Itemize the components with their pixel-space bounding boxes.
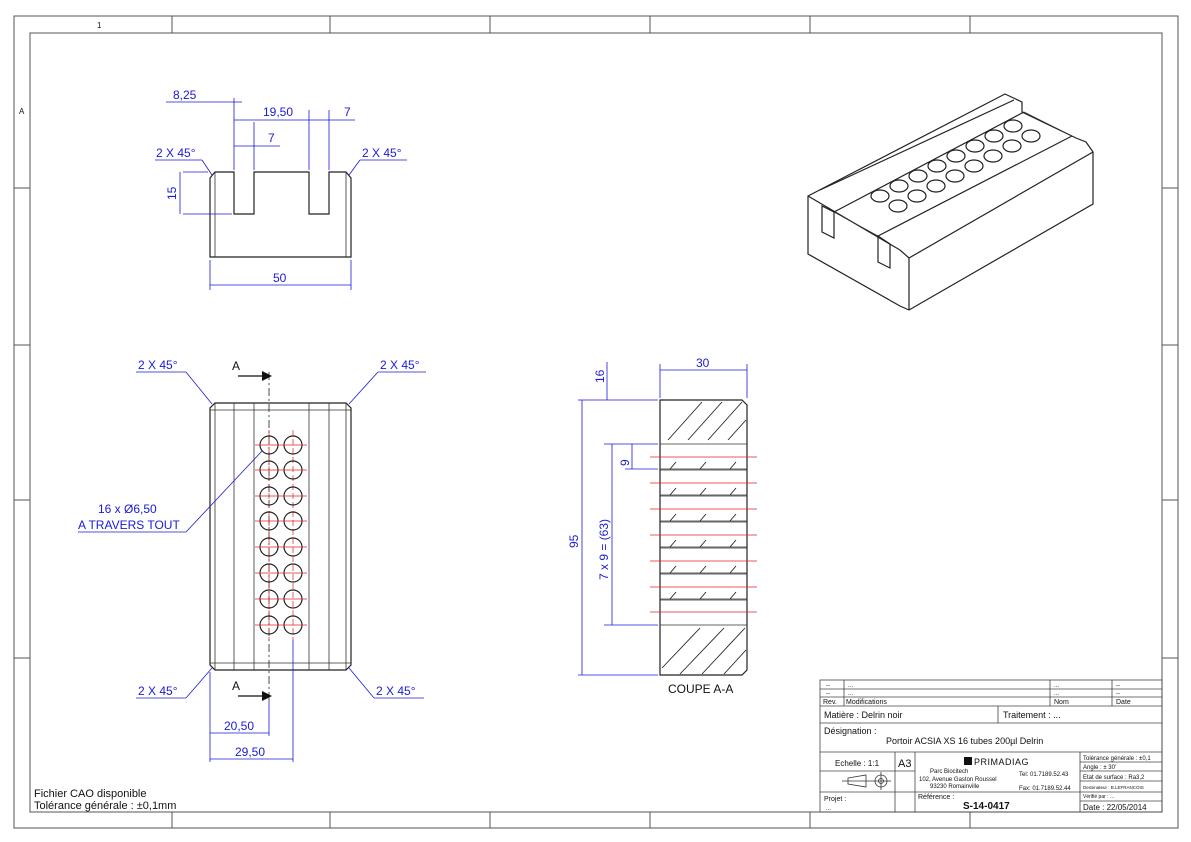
- project-value: ...: [826, 806, 831, 812]
- company-tel: Tel: 01.7189.52.43: [1019, 772, 1069, 778]
- traitement-field: Traitement : ...: [1003, 710, 1061, 720]
- top-view: 8,25 19,50 7 7 2 X 45° 2 X 45° 15 50: [155, 88, 407, 290]
- dim-front-20-50: 20,50: [224, 719, 254, 733]
- scale-field: Echelle : 1:1: [835, 759, 880, 768]
- dim-top-depth: 15: [165, 186, 179, 200]
- chamfer-front-tr: 2 X 45°: [380, 358, 420, 372]
- rev-header-rev: Rev.: [823, 699, 837, 706]
- surface-finish: Etat de surface : Ra3,2: [1083, 775, 1145, 781]
- rev-row2-index: --: [826, 691, 830, 697]
- company-address-3: 93230 Romainville: [930, 784, 980, 790]
- dim-top-7-right: 7: [344, 105, 351, 119]
- rev-header-date: Date: [1116, 699, 1131, 706]
- rev-row1-index: --: [826, 683, 830, 689]
- matiere-field: Matière : Delrin noir: [824, 710, 903, 720]
- isometric-view: [807, 93, 1094, 311]
- company-logo: PRIMADIAG: [964, 757, 1029, 767]
- chamfer-front-tl: 2 X 45°: [138, 358, 178, 372]
- dim-section-width: 30: [696, 356, 710, 370]
- reference-number: S-14-0417: [963, 801, 1010, 812]
- drawing-date: Date : 22/05/2014: [1083, 803, 1147, 812]
- sheet-frame: 1 A: [13, 15, 1179, 829]
- company-address-1: Parc Biocitech: [930, 769, 968, 775]
- rev-header-mod: Modifications: [846, 699, 887, 706]
- dim-top-8-25: 8,25: [173, 88, 197, 102]
- project-label: Projet :: [824, 796, 846, 803]
- rev-row1-mod: ...: [848, 683, 853, 689]
- projection-symbol-icon: [842, 772, 891, 790]
- paper-format: A3: [898, 758, 911, 770]
- section-title: COUPE A-A: [668, 682, 733, 696]
- reference-label: Référence :: [918, 794, 954, 801]
- section-marker-top: A: [232, 359, 240, 373]
- title-block: -- ... ... -- -- ... ... -- Rev. Modific…: [819, 679, 1163, 813]
- hole-note-count: 16 x Ø6,50: [98, 502, 157, 516]
- angle-tolerance: Angle : ± 30': [1083, 765, 1116, 771]
- note-cad-file: Fichier CAO disponible: [34, 788, 147, 800]
- dim-top-width: 50: [273, 271, 287, 285]
- grid-col-label: 1: [97, 21, 102, 30]
- general-notes: Fichier CAO disponible Tolérance général…: [34, 788, 176, 812]
- drafter: Dessinateur : B.LEFRANCOIS: [1083, 785, 1144, 790]
- section-marker-bottom: A: [232, 679, 240, 693]
- company-name: PRIMADIAG: [974, 757, 1029, 767]
- chamfer-front-br: 2 X 45°: [376, 684, 416, 698]
- designation-value: Portoir ACSIA XS 16 tubes 200µl Delrin: [886, 736, 1043, 746]
- dim-top-19-50: 19,50: [263, 105, 293, 119]
- dim-section-pattern: 7 x 9 = (63): [597, 519, 611, 580]
- section-view: 30 16 9 7 x 9 = (63) 95 COUPE A-A: [567, 356, 757, 696]
- dim-section-top: 16: [593, 369, 607, 383]
- dim-top-7-left: 7: [268, 131, 275, 145]
- rev-row2-mod: ...: [848, 691, 853, 697]
- rev-row2-date: --: [1116, 691, 1120, 697]
- front-view: A A 2 X 45° 2 X 45° 2 X 45° 2 X 45° 16 x…: [78, 358, 426, 762]
- grid-row-label: A: [19, 107, 25, 116]
- dim-section-pitch: 9: [618, 459, 632, 466]
- company-address-2: 102, Avenue Gaston Roussel: [919, 777, 997, 783]
- dim-section-height: 95: [567, 534, 581, 548]
- chamfer-top-left: 2 X 45°: [156, 146, 196, 160]
- designation-label: Désignation :: [824, 726, 877, 736]
- checked-by: Vérifié par : ...: [1083, 794, 1114, 800]
- rev-header-nom: Nom: [1054, 699, 1069, 706]
- note-tolerance: Tolérance générale : ±0,1mm: [34, 800, 176, 812]
- chamfer-top-right: 2 X 45°: [362, 146, 402, 160]
- rev-row1-date: --: [1116, 683, 1120, 689]
- rev-row2-nom: ...: [1054, 691, 1059, 697]
- general-tolerance: Tolérance générale : ±0,1: [1083, 756, 1151, 762]
- hole-grid: [255, 435, 307, 635]
- dim-front-29-50: 29,50: [235, 745, 265, 759]
- rev-row1-nom: ...: [1054, 683, 1059, 689]
- chamfer-front-bl: 2 X 45°: [138, 684, 178, 698]
- hole-note-through: A TRAVERS TOUT: [78, 518, 180, 532]
- company-fax: Fax: 01.7189.52.44: [1019, 786, 1071, 792]
